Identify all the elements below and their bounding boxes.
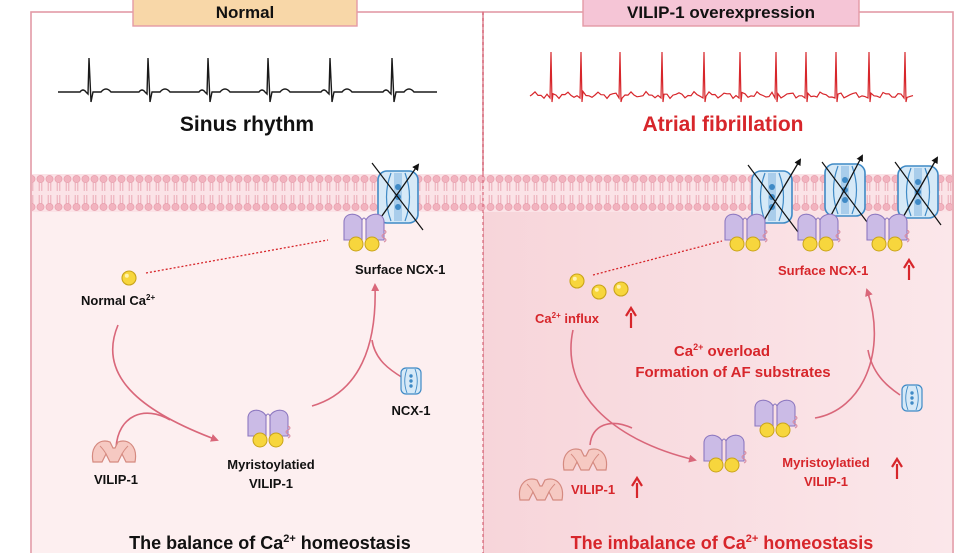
- left-header-box: [132, 0, 358, 27]
- dotted-link: [145, 239, 329, 274]
- ca-overload-label: Ca2+ overload: [674, 342, 770, 360]
- normal-ca-label: Normal Ca2+: [81, 293, 155, 308]
- left-header: Normal: [216, 3, 275, 22]
- efflux-arrow: [897, 156, 938, 227]
- flow-arrow: [867, 349, 901, 396]
- flow-arrow: [589, 422, 633, 446]
- crossed-line: [747, 164, 799, 233]
- right-myr-label-1: Myristoylatied: [782, 455, 869, 470]
- ca-influx-label: Ca2+ influx: [535, 311, 600, 326]
- flow-arrow: [371, 339, 404, 379]
- cell-membrane: [32, 174, 952, 212]
- right-header: VILIP-1 overexpression: [627, 3, 815, 22]
- right-header-box: [582, 0, 860, 27]
- flow-arrow: [112, 324, 219, 442]
- left-bottom-label: The balance of Ca2+ homeostasis: [129, 533, 411, 553]
- flow-arrow: [814, 288, 876, 419]
- right-bottom-label: The imbalance of Ca2+ homeostasis: [571, 533, 874, 553]
- af-substrates-label: Formation of AF substrates: [635, 364, 830, 381]
- left-vilip-label: VILIP-1: [94, 472, 138, 487]
- left-ncx-label: NCX-1: [391, 403, 430, 418]
- right-cytoplasm: [484, 212, 952, 553]
- ncx-exchanger-icon: [400, 367, 422, 395]
- flow-arrow: [570, 329, 697, 463]
- efflux-arrow: [825, 154, 863, 226]
- crossed-line: [371, 162, 424, 231]
- ncx-exchanger-icon: [824, 163, 866, 217]
- calcium-ion-icon: [121, 270, 137, 286]
- ncx-exchanger-icon: [901, 384, 923, 412]
- right-surface-ncx-label: Surface NCX-1: [778, 263, 868, 278]
- calcium-ion-icon: [569, 273, 585, 289]
- calcium-ion-icon: [591, 284, 607, 300]
- right-myr-label-2: VILIP-1: [804, 474, 848, 489]
- left-surface-ncx-label: Surface NCX-1: [355, 262, 445, 277]
- calcium-ion-icon: [613, 281, 629, 297]
- ecg-trace-icon: [58, 57, 437, 103]
- ecg-trace-icon: [529, 51, 914, 103]
- left-myr-label-1: Myristoylatied: [227, 457, 314, 472]
- flow-arrow: [311, 283, 380, 407]
- left-myr-label-2: VILIP-1: [249, 476, 293, 491]
- crossed-line: [821, 161, 868, 223]
- left-rhythm-label: Sinus rhythm: [180, 113, 314, 136]
- right-vilip-label: VILIP-1: [571, 482, 615, 497]
- crossed-line: [894, 161, 942, 226]
- right-rhythm-label: Atrial fibrillation: [642, 113, 803, 136]
- flow-arrow: [115, 412, 171, 449]
